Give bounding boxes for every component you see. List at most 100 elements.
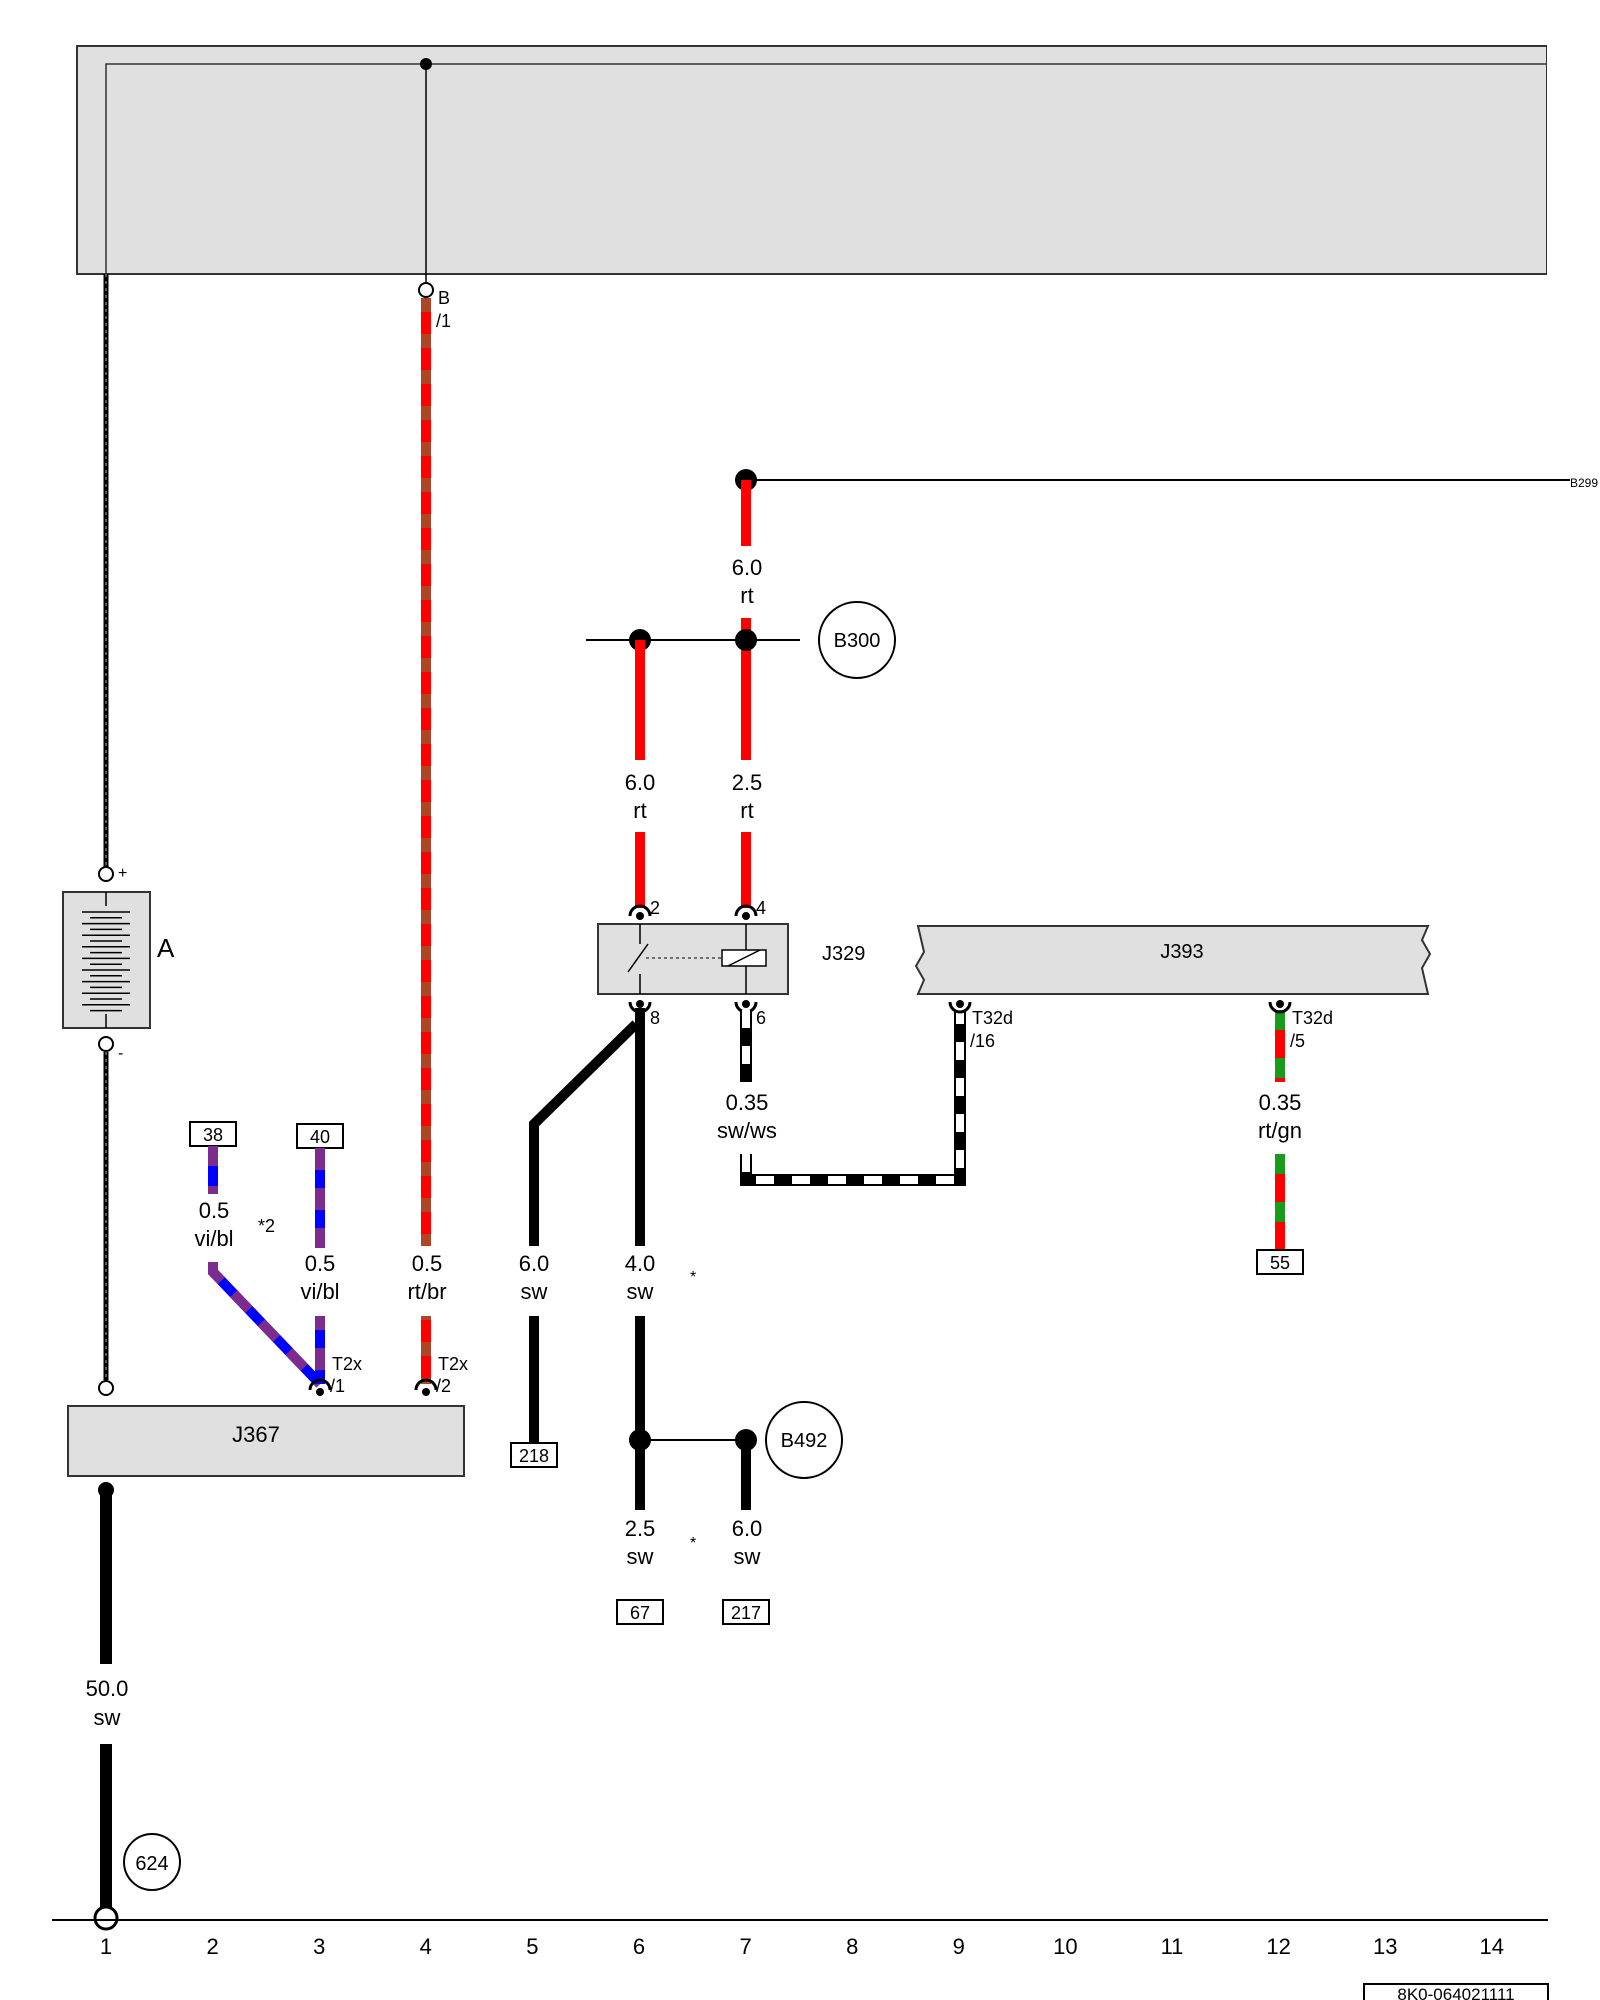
wire-color-218: sw <box>521 1279 548 1304</box>
grid-number: 11 <box>1161 1934 1184 1959</box>
grid-number: 4 <box>420 1934 432 1959</box>
ref-box-67 <box>616 1599 664 1625</box>
footnote-2: *2 <box>258 1216 275 1236</box>
j393-module <box>914 925 1432 995</box>
grid-number: 7 <box>739 1934 751 1959</box>
pin-t2x-2-a: T2x <box>438 1354 468 1374</box>
ref-67: 67 <box>630 1603 650 1623</box>
grid-number: 14 <box>1480 1934 1504 1959</box>
j367-terminal-in <box>98 1380 114 1396</box>
wire-color-top-rt: rt <box>740 583 753 608</box>
j393-label: J393 <box>1160 941 1203 963</box>
wire-size-rtbr: 0.5 <box>412 1251 443 1276</box>
ref-box-218 <box>510 1442 558 1468</box>
wire-size-ground: 50.0 <box>86 1676 129 1701</box>
wire-size-top-rt: 6.0 <box>732 555 763 580</box>
wire-color-217: sw <box>734 1544 761 1569</box>
grid-number: 9 <box>953 1934 965 1959</box>
ref-38: 38 <box>203 1125 223 1145</box>
top-component-housing <box>76 45 1548 275</box>
ground-point-label: 624 <box>135 1853 168 1875</box>
battery-plus-label: + <box>118 865 127 882</box>
doc-code-box <box>1363 1983 1549 2000</box>
wire-size-40: 0.5 <box>305 1251 336 1276</box>
wire-size-j329-8: 4.0 <box>625 1251 656 1276</box>
wire-sw-218 <box>529 1020 640 1446</box>
relay-switch <box>627 943 649 973</box>
b492-label: B492 <box>781 1430 828 1452</box>
j329-label: J329 <box>822 943 865 965</box>
ref-box-38 <box>189 1121 237 1147</box>
j367-label: J367 <box>232 1422 280 1447</box>
wire-color-rtbr: rt/br <box>407 1279 446 1304</box>
wire-size-38: 0.5 <box>199 1198 230 1223</box>
wire-color-40: vi/bl <box>300 1279 339 1304</box>
pin-j329-4: 4 <box>756 898 766 918</box>
pin-b: B <box>438 288 450 308</box>
doc-code: 8K0-064021111 <box>1397 1985 1514 2000</box>
pin-t32d-5-a: T32d <box>1292 1008 1333 1028</box>
wire-color-j329-4: rt <box>740 798 753 823</box>
pin-b-1: /1 <box>436 311 451 331</box>
wire-size-217: 6.0 <box>732 1516 763 1541</box>
wire-color-j329-8: sw <box>627 1279 654 1304</box>
wire-color-sw-ws: sw/ws <box>717 1118 777 1143</box>
pin-t2x-1-a: T2x <box>332 1354 362 1374</box>
grid-number: 12 <box>1266 1934 1290 1959</box>
ref-box-217 <box>722 1599 770 1625</box>
pin-t32d-16-b: /16 <box>970 1031 995 1051</box>
pin-j329-8: 8 <box>650 1008 660 1028</box>
pin-t2x-1-b: /1 <box>330 1376 345 1396</box>
ref-55: 55 <box>1270 1253 1290 1273</box>
battery-minus-label: - <box>118 1045 123 1062</box>
grid-number: 10 <box>1053 1934 1077 1959</box>
pin-j329-6: 6 <box>756 1008 766 1028</box>
connector-t2x-2 <box>414 1378 438 1391</box>
star-note-1: * <box>690 1269 696 1286</box>
wire-color-rt-gn: rt/gn <box>1258 1118 1302 1143</box>
b299-label: B299 <box>1570 476 1598 490</box>
j367-module <box>67 1405 465 1477</box>
terminal-b1 <box>418 282 434 298</box>
battery-minus-terminal <box>98 1036 114 1052</box>
grid-number: 1 <box>100 1934 112 1959</box>
battery-cells <box>82 911 130 1012</box>
wire-color-67: sw <box>627 1544 654 1569</box>
pin-t2x-2-b: /2 <box>436 1376 451 1396</box>
wire-color-38: vi/bl <box>194 1226 233 1251</box>
pin-t32d-16-a: T32d <box>972 1008 1013 1028</box>
top-internal-line <box>105 63 1547 320</box>
pin-j329-2: 2 <box>650 898 660 918</box>
grid-number: 2 <box>206 1934 218 1959</box>
ground-terminal <box>93 1905 119 1931</box>
wire-size-sw-ws: 0.35 <box>726 1090 769 1115</box>
ref-box-55 <box>1256 1249 1304 1275</box>
b300-label: B300 <box>834 630 881 652</box>
connector-t2x-1 <box>308 1378 332 1391</box>
wire-size-218: 6.0 <box>519 1251 550 1276</box>
splice-b300 <box>818 601 896 679</box>
ground-point-624 <box>123 1833 181 1891</box>
battery-name: A <box>157 933 175 963</box>
wire-size-67: 2.5 <box>625 1516 656 1541</box>
wire-size-rt-gn: 0.35 <box>1259 1090 1302 1115</box>
junction-dot-top <box>420 58 432 70</box>
wire-color-ground: sw <box>94 1705 121 1730</box>
grid-number: 5 <box>526 1934 538 1959</box>
grid-number: 3 <box>313 1934 325 1959</box>
splice-b492 <box>765 1401 843 1479</box>
wire-size-j329-4: 2.5 <box>732 770 763 795</box>
grid-number: 8 <box>846 1934 858 1959</box>
ref-40: 40 <box>310 1127 330 1147</box>
battery-plus-terminal <box>98 866 114 882</box>
grid-number: 13 <box>1373 1934 1397 1959</box>
grid-number: 6 <box>633 1934 645 1959</box>
ref-218: 218 <box>519 1446 549 1466</box>
ref-217: 217 <box>731 1603 761 1623</box>
pin-t32d-5-b: /5 <box>1290 1031 1305 1051</box>
wire-color-j329-2: rt <box>633 798 646 823</box>
wire-size-j329-2: 6.0 <box>625 770 656 795</box>
star-note-2: * <box>690 1535 696 1552</box>
